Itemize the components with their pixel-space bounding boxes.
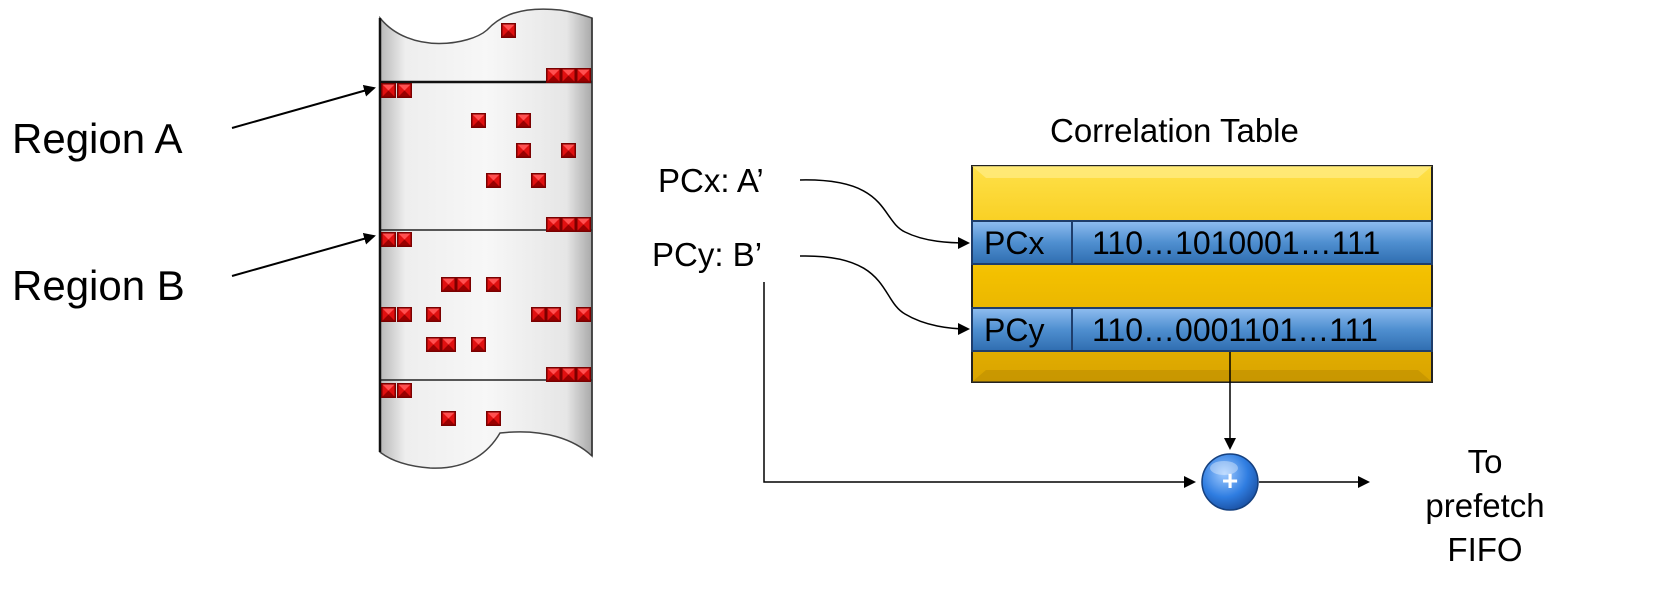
output-line-3: FIFO [1447,531,1523,568]
correlation-table [971,165,1433,383]
row-pcx-pc: PCx [984,225,1045,261]
pcx-connector [799,179,970,249]
region-a-label: Region A [12,115,183,162]
pcx-input-label: PCx: A’ [658,162,764,199]
pcy-connector [799,255,970,335]
region-b-label: Region B [12,262,185,309]
adder-plus-icon: + [1221,465,1239,496]
table-row-pcy [971,307,1433,352]
output-line-1: To [1467,443,1503,480]
base-address-line [763,282,1196,488]
region-b-arrow [231,232,376,277]
region-a-arrow [231,84,376,129]
row-pcy-pc: PCy [984,312,1045,348]
table-row-pcx [971,220,1433,265]
table-title: Correlation Table [1050,112,1299,149]
row-pcx-bits: 110…1010001…111 [1092,225,1381,261]
output-line-2: prefetch [1425,487,1545,524]
pcy-input-label: PCy: B’ [652,236,763,273]
adder-node [1201,453,1259,511]
output-label: To prefetch FIFO [1400,440,1570,572]
row-pcy-bits: 110…0001101…111 [1092,312,1378,348]
